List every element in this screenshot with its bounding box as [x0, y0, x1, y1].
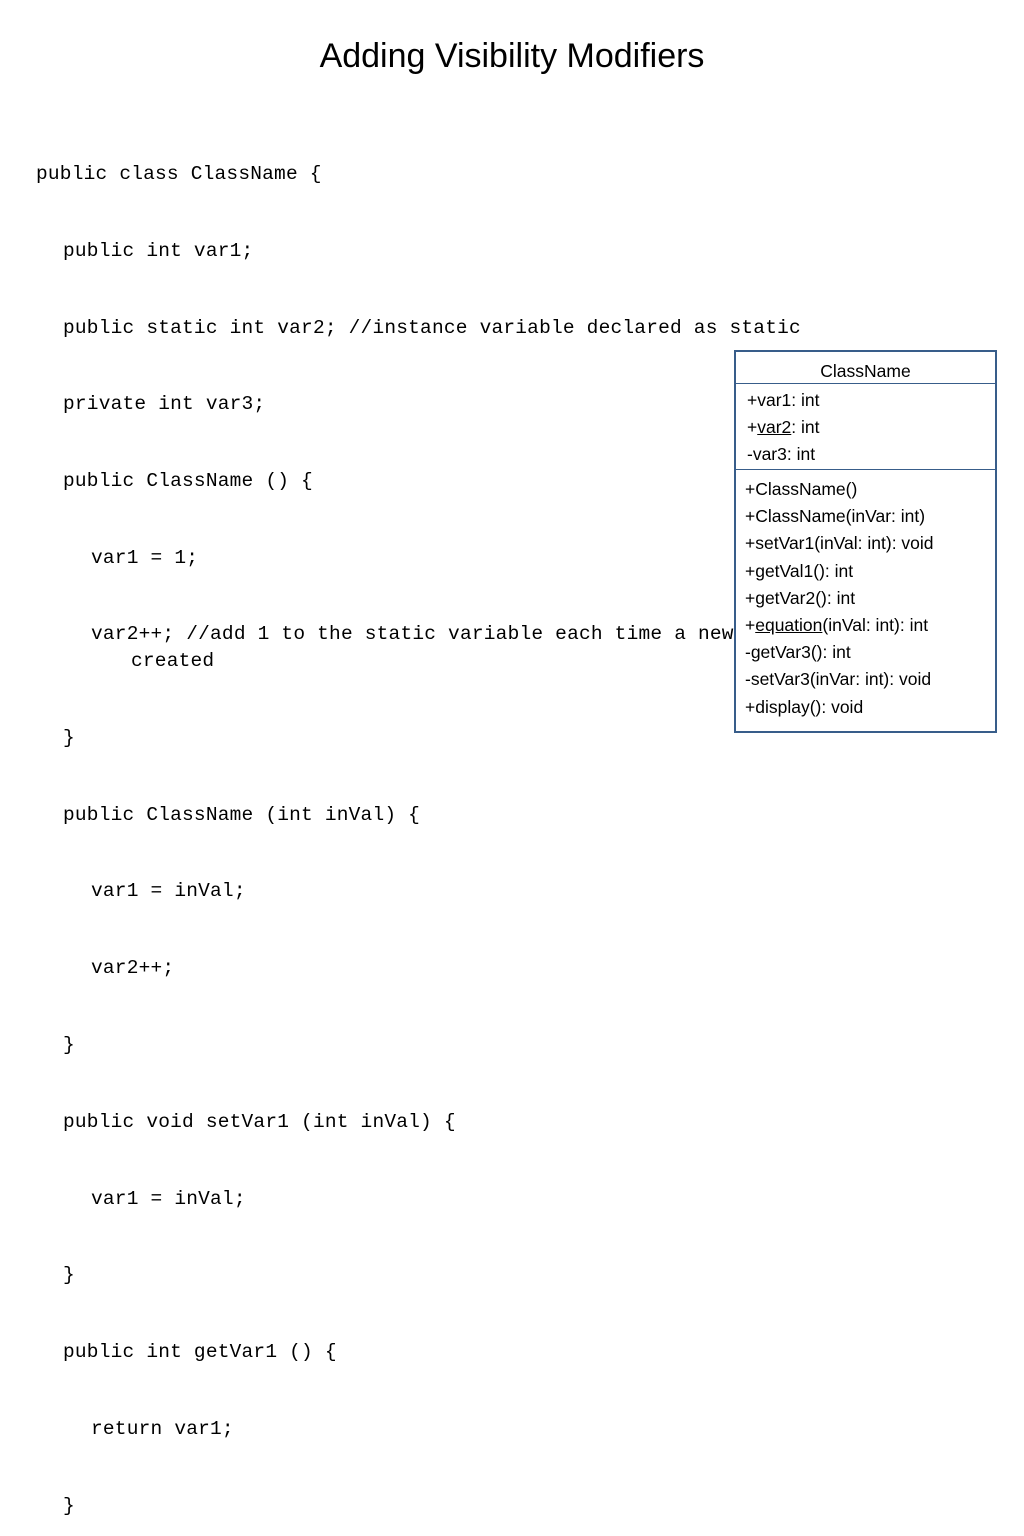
uml-class-diagram: ClassName +var1: int +var2: int -var3: i…: [734, 350, 997, 733]
code-line: var1 = inVal;: [91, 1187, 246, 1210]
code-line: }: [63, 726, 75, 749]
uml-attribute: +var1: int: [747, 390, 820, 410]
uml-method: +ClassName(): [745, 479, 858, 499]
uml-method-visibility: +: [745, 614, 756, 635]
code-line: var1 = 1;: [91, 546, 199, 569]
code-line: public ClassName () {: [63, 470, 313, 493]
code-block: public class ClassName { public int var1…: [36, 116, 996, 1536]
code-line: private int var3;: [63, 393, 266, 416]
code-line: public static int var2; //instance varia…: [63, 316, 801, 339]
uml-method: +ClassName(inVar: int): [745, 506, 926, 527]
uml-attributes: +var1: int +var2: int -var3: int: [736, 384, 995, 470]
uml-attribute: +var2: int: [747, 414, 995, 441]
uml-attr-visibility: +: [747, 417, 758, 437]
uml-method: +getVar2(): int: [745, 587, 856, 608]
uml-method: +display(): void: [745, 696, 864, 717]
uml-attr-static-name: var2: [757, 417, 792, 437]
code-line: var2++;: [91, 957, 175, 980]
code-line: public void setVar1 (int inVal) {: [63, 1110, 456, 1133]
uml-attr-type: : int: [791, 417, 820, 437]
code-line: var1 = inVal;: [91, 880, 246, 903]
uml-class-name: ClassName: [736, 352, 995, 384]
uml-method-static-name: equation: [755, 614, 823, 635]
uml-methods: +ClassName() +ClassName(inVar: int) +set…: [736, 470, 995, 721]
uml-attribute: -var3: int: [747, 444, 816, 464]
code-line: }: [63, 1494, 75, 1517]
code-line-continuation: created: [131, 649, 215, 672]
slide-title: Adding Visibility Modifiers: [319, 37, 705, 75]
code-line: public int getVar1 () {: [63, 1341, 337, 1364]
uml-method: +getVal1(): int: [745, 560, 854, 581]
uml-method: +equation(inVal: int): int: [745, 612, 995, 639]
code-line: }: [63, 1264, 75, 1287]
code-line: return var1;: [91, 1417, 234, 1440]
code-line: public class ClassName {: [36, 163, 322, 185]
uml-method: -getVar3(): int: [745, 642, 851, 663]
code-line: public ClassName (int inVal) {: [63, 803, 421, 826]
uml-method-signature: (inVal: int): int: [822, 614, 929, 635]
uml-method: -setVar3(inVar: int): void: [745, 669, 932, 690]
code-line: }: [63, 1033, 75, 1056]
uml-method: +setVar1(inVal: int): void: [745, 533, 934, 554]
code-line: public int var1;: [63, 239, 254, 262]
